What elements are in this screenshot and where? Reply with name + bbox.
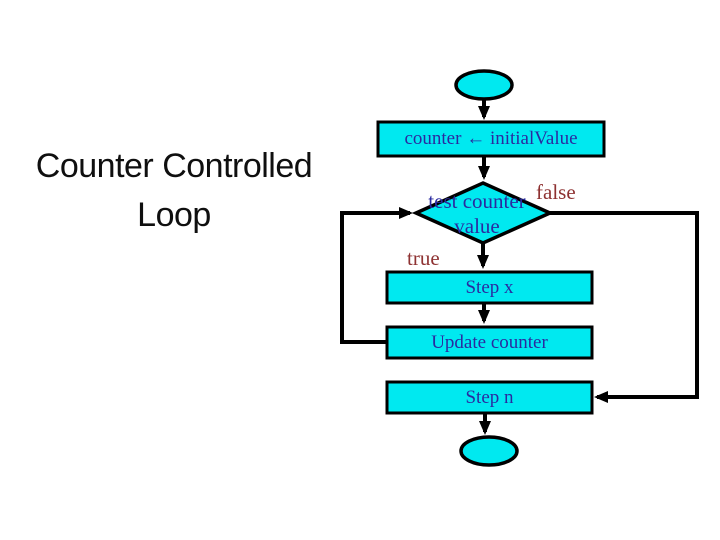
process-init-shape [376,120,606,158]
slide-title: Counter Controlled Loop [35,147,313,234]
process-step-n-shape [385,380,594,415]
end-terminator-shape [459,435,519,467]
start-terminator-shape [454,69,514,101]
connector-update-loopback-to-test [340,207,413,344]
process-update-counter-shape [385,325,594,360]
connector-test-false-to-step-n [550,211,699,403]
process-step-x-shape [385,270,594,305]
decision-test-shape [411,181,555,245]
